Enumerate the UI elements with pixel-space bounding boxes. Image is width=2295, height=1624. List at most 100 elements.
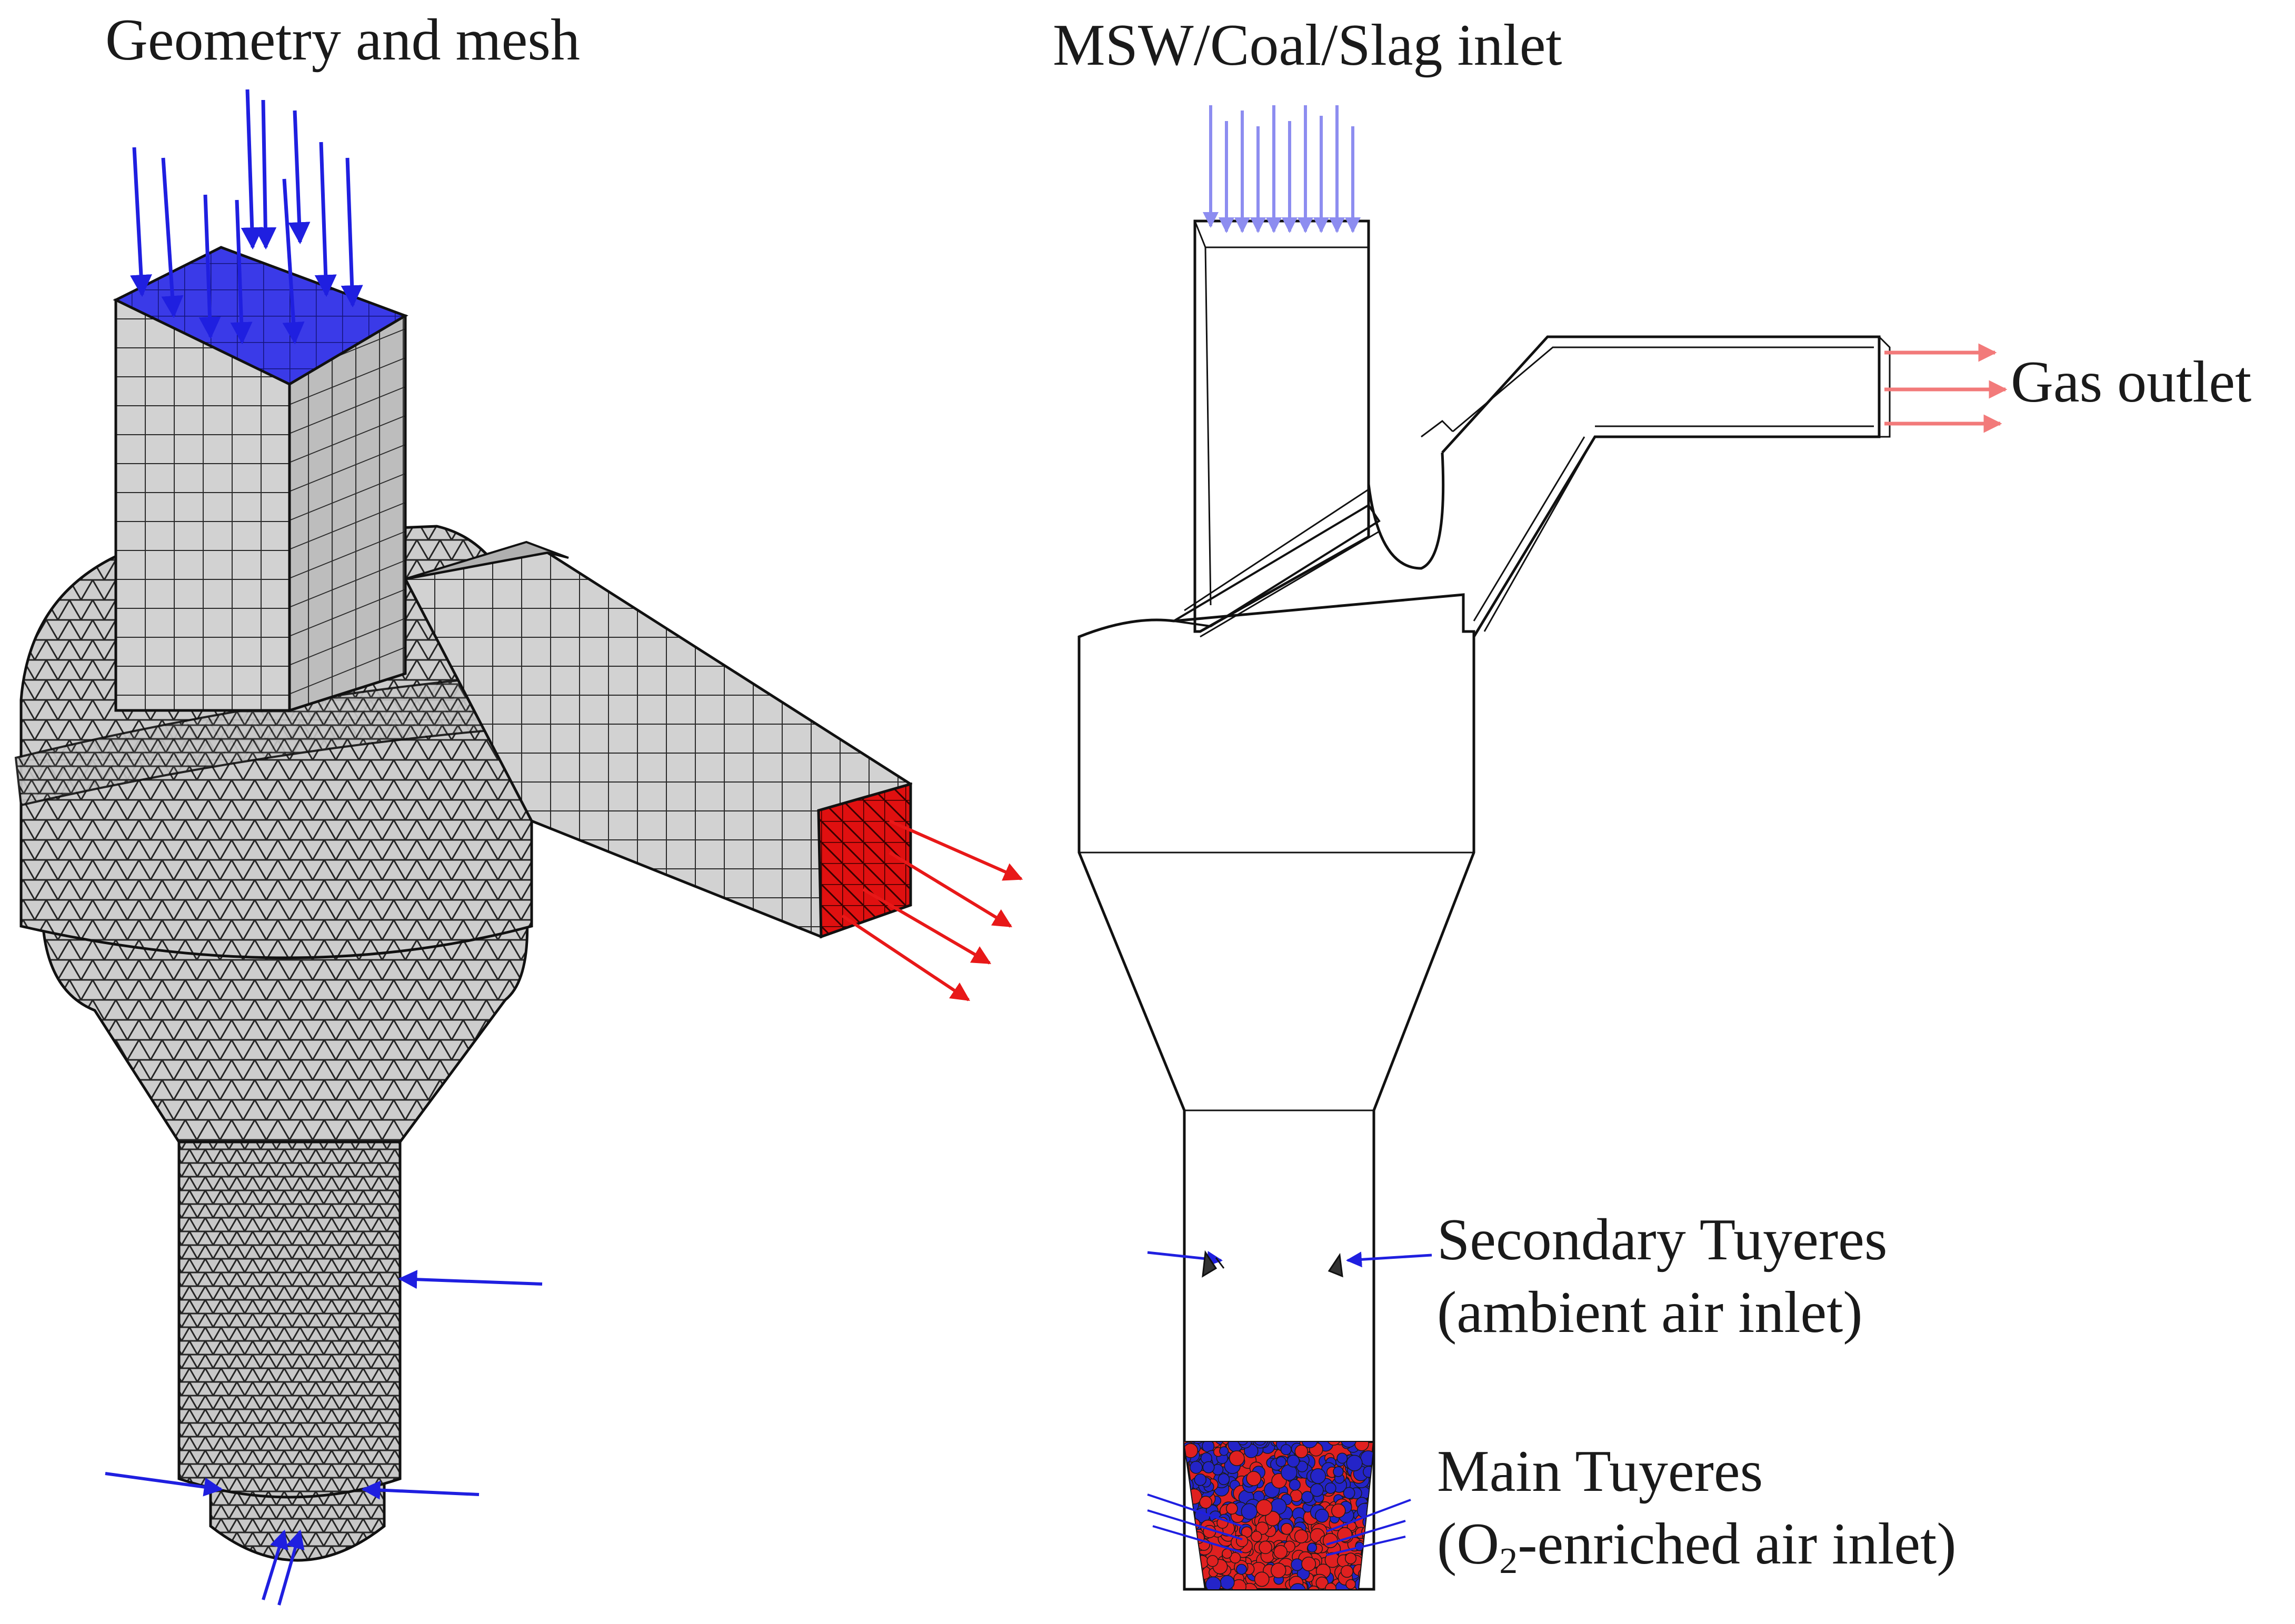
bed-particle (1301, 1442, 1318, 1449)
bed-particle (1340, 1565, 1354, 1578)
main-tuyeres-suffix: -enriched air inlet) (1518, 1511, 1957, 1577)
bed-particle (1184, 1579, 1196, 1589)
bed-particle (1326, 1442, 1341, 1446)
outline-outlet-duct-inner (1452, 336, 1891, 438)
bed-particle (1301, 1491, 1314, 1503)
outline-inlet-chute (1193, 219, 1370, 633)
bed-particle (1336, 1452, 1348, 1464)
bed-particle (1254, 1571, 1270, 1587)
mesh-tuyere-arrows (105, 1270, 543, 1606)
outline-upper-body (1077, 593, 1475, 1591)
bed-particle (1237, 1442, 1249, 1446)
bed-particle (1253, 1442, 1267, 1446)
main-tuyeres-line2: (O2-enriched air inlet) (1437, 1515, 1957, 1580)
outline-transition-2 (1184, 488, 1380, 638)
bed-particle (1184, 1443, 1199, 1458)
bed-particle (1273, 1545, 1288, 1559)
mesh-outlet-face (817, 782, 912, 939)
mesh-inlet-arrows (130, 89, 363, 345)
left-panel-title: Geometry and mesh (105, 7, 580, 73)
secondary-tuyeres-leader (1347, 1254, 1432, 1261)
bed-particle (1345, 1579, 1356, 1589)
bed-particle (1294, 1445, 1309, 1458)
bed-particle (1206, 1555, 1219, 1567)
outline-outlet-duct (1441, 335, 1881, 638)
bed-particle (1265, 1511, 1281, 1527)
outline-inlet-chute-top (1194, 220, 1369, 248)
main-tuyeres-label: Main Tuyeres (O2-enriched air inlet) (1437, 1442, 1957, 1580)
outline-inlet-arrows (1203, 105, 1361, 233)
bed-particle (1301, 1556, 1316, 1571)
bed-particle (1333, 1442, 1348, 1446)
bed-particle (1219, 1446, 1229, 1456)
bed-particle (1202, 1461, 1215, 1473)
bed-particle (1218, 1473, 1230, 1486)
main-tuyere-arrows (1147, 1493, 1411, 1556)
bed-particle (1188, 1558, 1203, 1573)
bed-particle (1241, 1503, 1258, 1520)
bed-particle (1325, 1582, 1336, 1589)
bed-particle (1273, 1442, 1285, 1443)
bed-particle (1205, 1576, 1222, 1589)
mesh-model (14, 246, 913, 1562)
secondary-tuyeres-line2: (ambient air inlet) (1437, 1280, 1863, 1345)
bed-particle (1229, 1450, 1245, 1466)
bed-particle (1255, 1521, 1269, 1535)
bed-particle (1322, 1532, 1338, 1548)
bed-particle (1331, 1503, 1346, 1518)
bed-particle (1289, 1479, 1301, 1491)
bed-particle (1220, 1575, 1235, 1589)
mesh-cone (41, 904, 529, 1144)
bed-particle (1222, 1548, 1232, 1559)
bed-particle (1186, 1565, 1201, 1579)
bed-particle (1184, 1569, 1199, 1585)
bed-particle (1236, 1563, 1247, 1575)
bed-particle (1354, 1442, 1369, 1451)
bed-particle (1229, 1552, 1241, 1564)
bed-particle (1294, 1529, 1309, 1543)
main-tuyeres-line1: Main Tuyeres (1437, 1439, 1763, 1504)
mesh-outlet-arrows (841, 819, 1023, 1001)
bed-particle (1324, 1482, 1336, 1494)
outline-inlet-chute-inner (1204, 247, 1212, 606)
bed-particle (1190, 1442, 1205, 1444)
bed-particle (1187, 1579, 1202, 1589)
mesh-lower-cylinder (177, 1130, 402, 1499)
bed-particle (1344, 1552, 1357, 1565)
bed-particle (1346, 1455, 1363, 1471)
secondary-tuyeres (1147, 1250, 1432, 1278)
bed-particle (1199, 1496, 1212, 1509)
mesh-inlet-face (113, 246, 408, 386)
bed-particle (1255, 1499, 1273, 1516)
outline-bend-detail (1421, 420, 1454, 438)
bed-particle (1296, 1460, 1308, 1472)
secondary-tuyeres-line1: Secondary Tuyeres (1437, 1207, 1888, 1272)
main-tuyeres-subscript: 2 (1499, 1541, 1518, 1581)
bed-particle (1307, 1586, 1320, 1589)
bed-particle (1315, 1576, 1329, 1589)
bed-particle (1291, 1558, 1304, 1571)
outline-transition (1171, 504, 1381, 628)
bed-particle (1281, 1522, 1293, 1535)
bed-particle (1343, 1487, 1355, 1499)
outline-outlet-duct-lower (1473, 436, 1596, 632)
bed-particle (1185, 1542, 1198, 1555)
secondary-tuyeres-label: Secondary Tuyeres (ambient air inlet) (1437, 1210, 1887, 1342)
bed-particle (1280, 1444, 1292, 1456)
bed-particle (1184, 1540, 1195, 1555)
bed-particle (1246, 1471, 1262, 1486)
bed-particle (1259, 1540, 1272, 1555)
bed-particle (1251, 1530, 1262, 1542)
bed-particle (1289, 1583, 1306, 1589)
bed-particle (1190, 1460, 1203, 1474)
outline-u-bend (1367, 452, 1445, 570)
main-tuyeres-prefix: (O (1437, 1511, 1500, 1577)
gas-outlet-label: Gas outlet (2011, 349, 2252, 415)
inlet-label: MSW/Coal/Slag inlet (1053, 13, 1562, 78)
gasifier-outline (1077, 219, 1891, 1591)
bed-particle (1286, 1455, 1300, 1468)
bed-particle (1333, 1466, 1344, 1477)
mesh-outlet-duct-top (405, 540, 569, 580)
bed-particle (1225, 1502, 1238, 1515)
